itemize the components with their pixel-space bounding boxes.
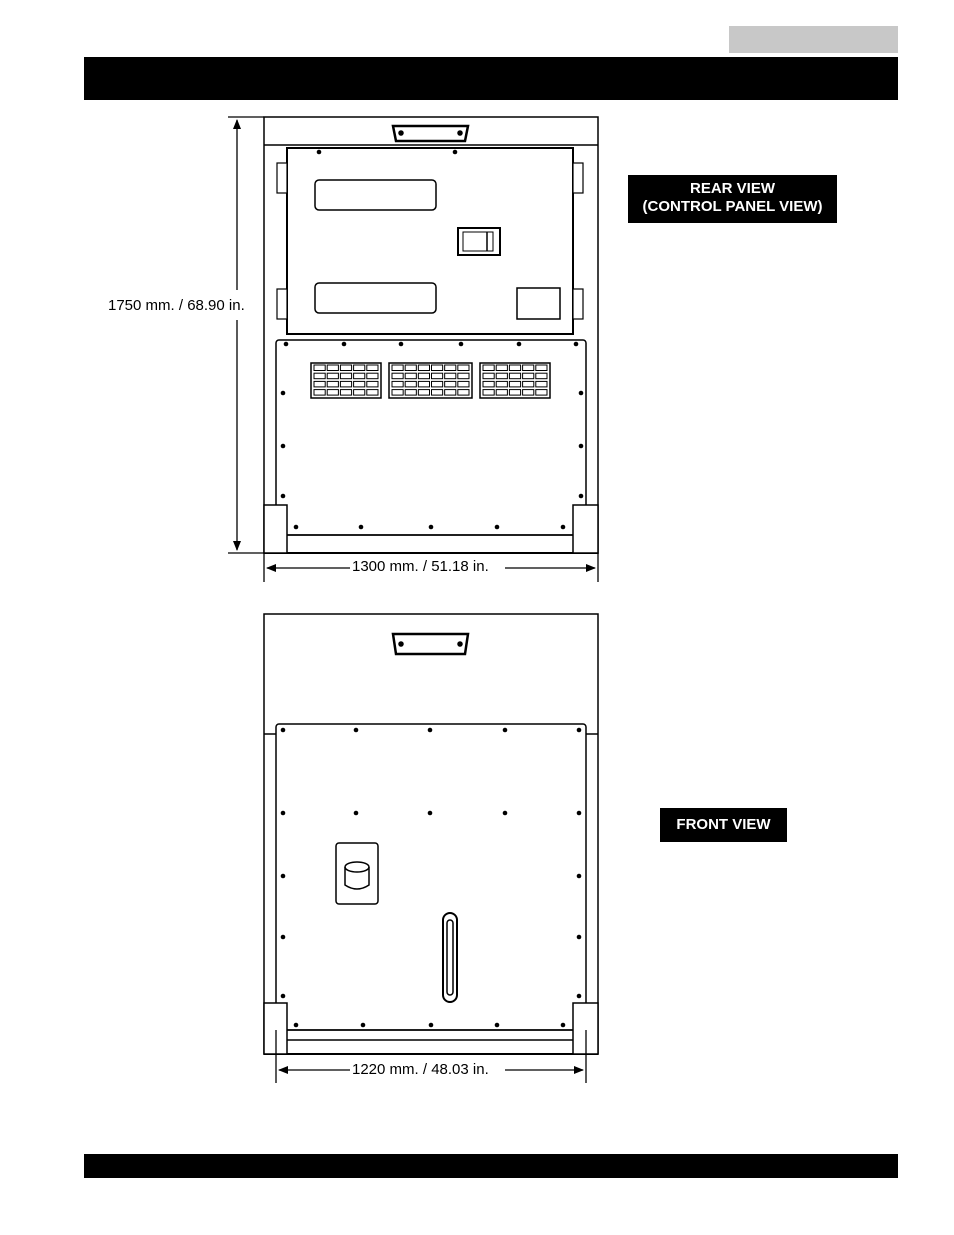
front-width-dimension-text: 1220 mm. / 48.03 in. [350, 1061, 491, 1078]
fuel-cap-recess [336, 843, 378, 904]
front-view-label: FRONT VIEW [660, 808, 787, 842]
door-hinges [277, 163, 583, 319]
lifting-handle [393, 126, 468, 141]
access-panel [517, 288, 560, 319]
height-dimension-text: 1750 mm. / 68.90 in. [108, 297, 245, 314]
rear-width-dimension-text: 1300 mm. / 51.18 in. [350, 558, 491, 575]
height-dimension-line [228, 117, 264, 553]
display-window-bottom [315, 283, 436, 313]
front-lifting-handle [393, 634, 468, 654]
display-window-top [315, 180, 436, 210]
rear-view-label-line1: REAR VIEW [628, 180, 837, 198]
footer-bar [84, 1154, 898, 1178]
front-panel-rivets [281, 728, 582, 1028]
fuel-sight-gauge [443, 913, 457, 1002]
rear-view-label-line2: (CONTROL PANEL VIEW) [628, 198, 837, 216]
rear-view-label: REAR VIEW (CONTROL PANEL VIEW) [628, 175, 837, 223]
rear-view-drawing [264, 117, 598, 553]
louver-grills [311, 363, 550, 398]
front-view-drawing [264, 614, 598, 1054]
